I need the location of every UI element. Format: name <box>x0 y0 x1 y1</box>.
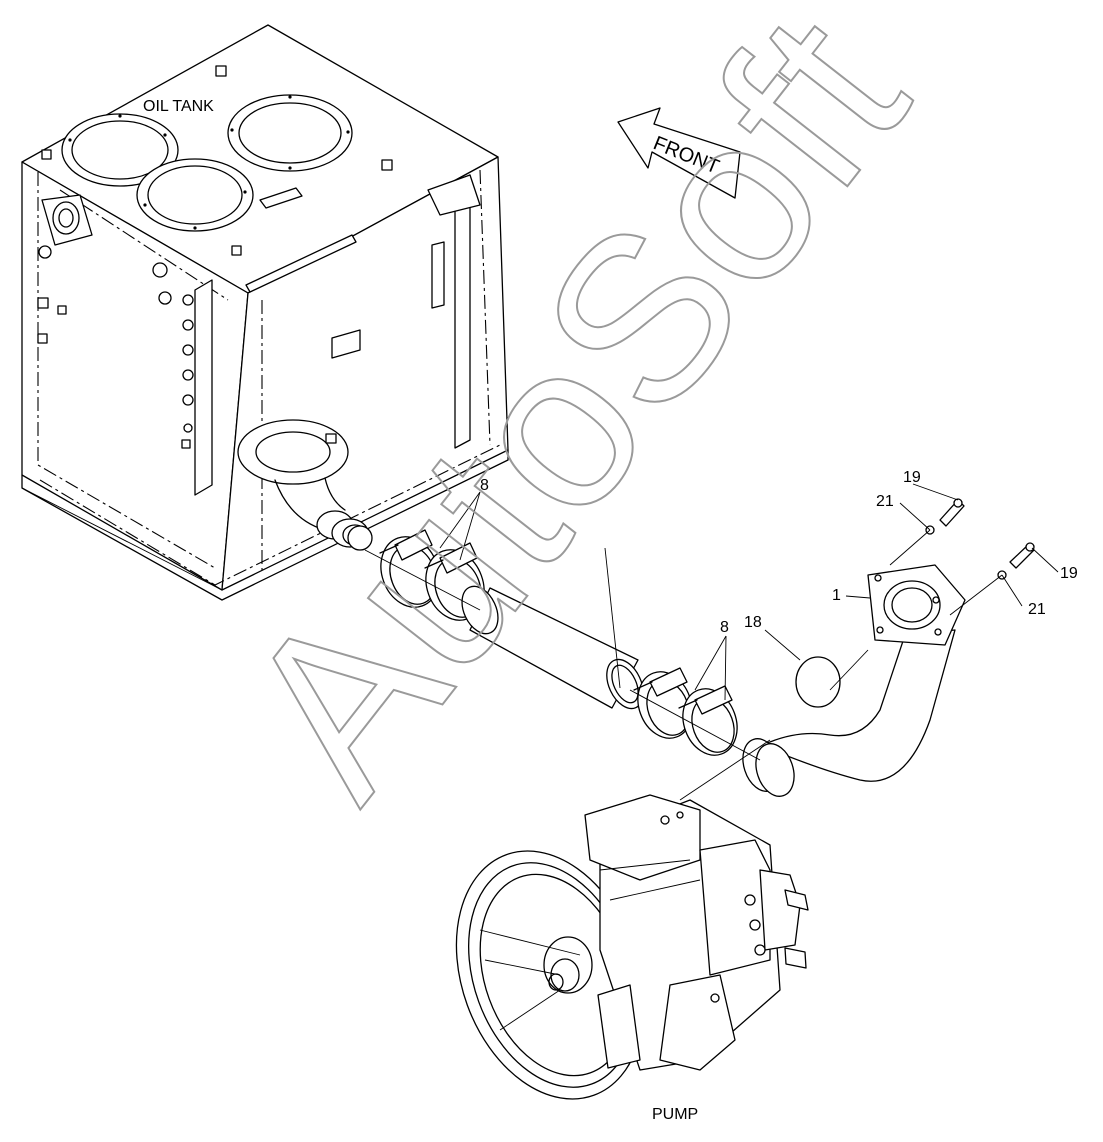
callout-19-lower: 19 <box>1060 565 1078 582</box>
callout-1: 1 <box>832 587 841 604</box>
pump-label: PUMP <box>652 1106 698 1123</box>
callout-21-lower: 21 <box>1028 601 1046 618</box>
o-ring <box>795 656 841 708</box>
oil-tank <box>21 24 509 601</box>
tank-outlet-adapter <box>316 510 373 551</box>
tank-suction-flange <box>237 419 349 531</box>
callout-8-lower: 8 <box>720 619 729 636</box>
suction-pipe <box>742 564 966 797</box>
callout-19-upper: 19 <box>903 469 921 486</box>
callout-18: 18 <box>744 614 762 631</box>
tank-cover-center <box>136 158 254 232</box>
tank-cover-left <box>61 113 179 187</box>
oil-tank-label: OIL TANK <box>143 98 214 115</box>
callout-21-upper: 21 <box>876 493 894 510</box>
callout-8-upper: 8 <box>480 477 489 494</box>
leader-lines <box>364 483 1059 801</box>
bolt-upper <box>939 498 965 527</box>
hose-clamp-lower-left <box>633 667 693 739</box>
tank-port-flange <box>41 194 93 246</box>
bolt-lower <box>1009 542 1035 569</box>
tank-cover-right <box>227 94 353 172</box>
hose-clamp-lower-right <box>678 685 738 756</box>
hydraulic-pump <box>455 794 809 1100</box>
